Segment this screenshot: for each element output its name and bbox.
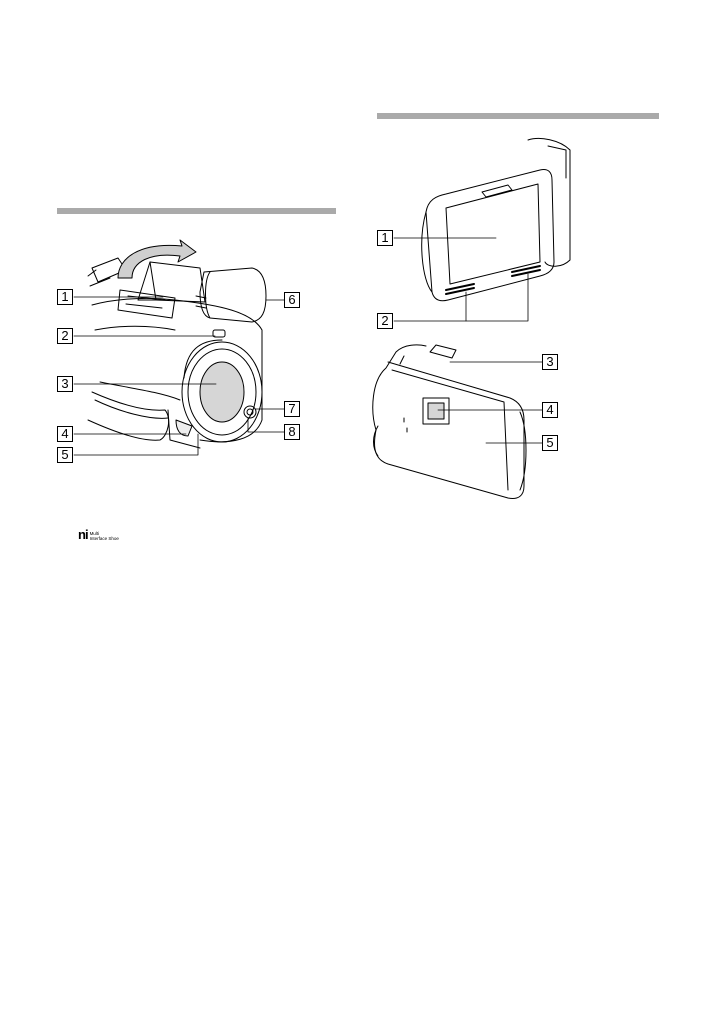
- callout-left-4: 4: [57, 426, 73, 442]
- lens: [200, 362, 244, 422]
- lcd-panel-drawing: [422, 138, 570, 300]
- multi-interface-shoe-logo: ni Multi Interface Shoe: [78, 527, 119, 541]
- callout-left-6: 6: [284, 292, 300, 308]
- callout-left-2: 2: [57, 328, 73, 344]
- callout-right-4: 4: [542, 402, 558, 418]
- callout-left-3: 3: [57, 376, 73, 392]
- callout-left-7: 7: [284, 401, 300, 417]
- speaker-left: [446, 284, 474, 294]
- callout-left-1: 1: [57, 289, 73, 305]
- callout-right-5: 5: [542, 435, 558, 451]
- flash: [430, 345, 456, 358]
- open-arrow-icon: [118, 240, 196, 278]
- mi-logo-mark: ni: [78, 529, 88, 541]
- callout-right-2: 2: [377, 313, 393, 329]
- callout-left-8: 8: [284, 424, 300, 440]
- lcd-back-cover: [375, 362, 525, 499]
- callout-right-3: 3: [542, 354, 558, 370]
- grip-strap: [88, 392, 169, 440]
- camcorder-front-drawing: [88, 240, 266, 448]
- external-mic: [200, 268, 266, 322]
- lcd-frame: [426, 169, 554, 300]
- callout-right-1: 1: [377, 230, 393, 246]
- mi-logo-line2: Interface Shoe: [90, 536, 119, 541]
- callout-left-5: 5: [57, 447, 73, 463]
- lcd-closed-drawing: [373, 345, 526, 499]
- mi-logo-text: Multi Interface Shoe: [90, 531, 119, 541]
